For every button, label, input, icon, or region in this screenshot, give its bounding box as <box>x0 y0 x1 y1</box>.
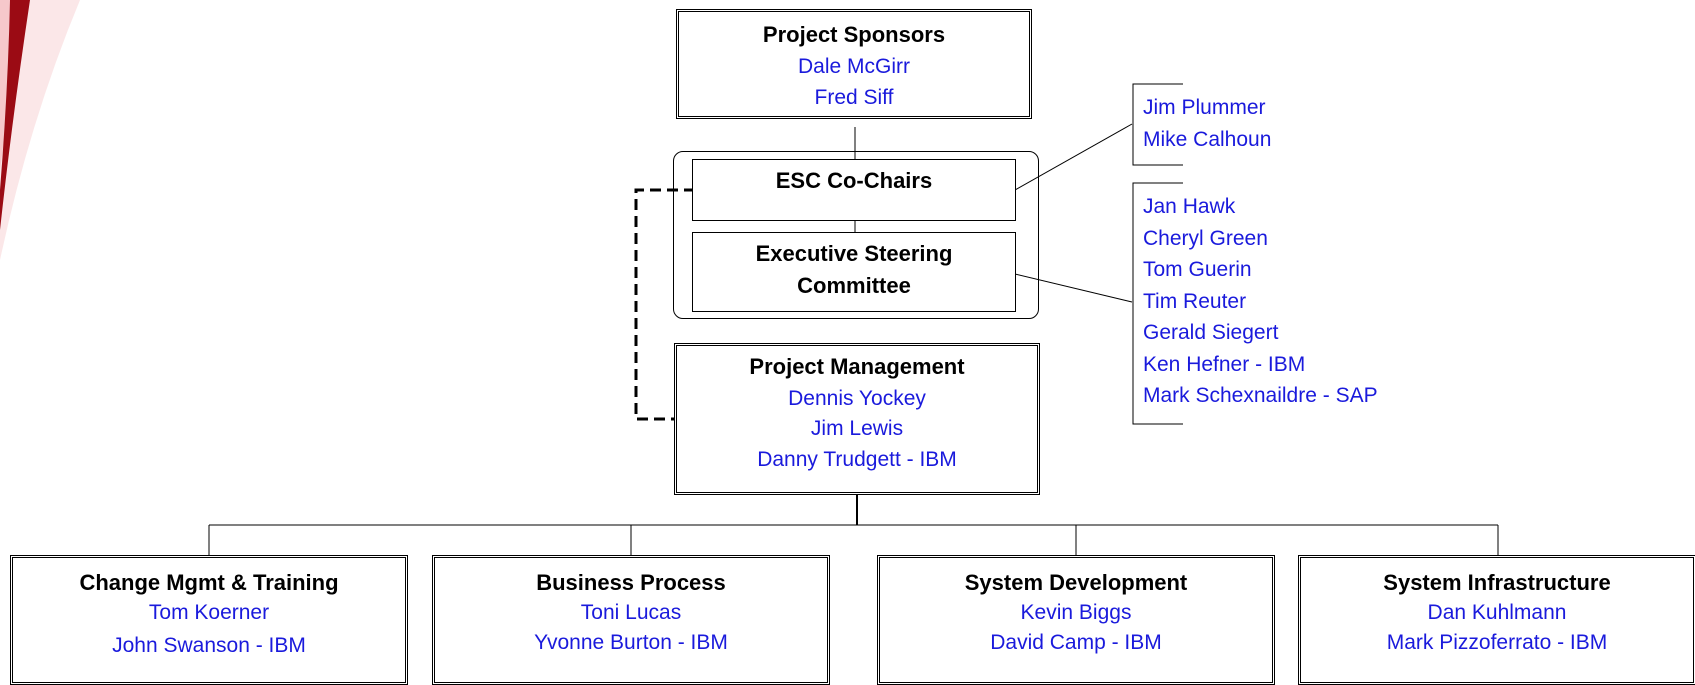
committee-member: Mark Schexnaildre - SAP <box>1143 384 1378 407</box>
committee-member: Jan Hawk <box>1143 195 1236 218</box>
cochair-member: Mike Calhoun <box>1143 127 1272 151</box>
team-member-name: Yvonne Burton - IBM <box>534 631 728 654</box>
committee-member: Gerald Siegert <box>1143 321 1279 344</box>
team-box-system-development: System Development Kevin Biggs David Cam… <box>877 555 1275 685</box>
sponsor-name: Fred Siff <box>814 86 894 109</box>
team-title: Business Process <box>536 570 726 595</box>
team-member-name: Tom Koerner <box>148 601 270 624</box>
team-box-change-mgmt: Change Mgmt & Training Tom Koerner John … <box>10 555 408 685</box>
team-title: System Infrastructure <box>1383 570 1611 595</box>
team-member-name: John Swanson - IBM <box>112 634 306 657</box>
team-member-name: Dan Kuhlmann <box>1427 601 1567 624</box>
cochair-member: Jim Plummer <box>1143 96 1266 119</box>
cochair-members-list: Jim Plummer Mike Calhoun <box>1143 92 1271 155</box>
project-management-box: Project Management Dennis Yockey Jim Lew… <box>674 343 1040 495</box>
committee-members-list: Jan Hawk Cheryl Green Tom Guerin Tim Reu… <box>1143 191 1378 412</box>
slide-accent-decoration <box>0 0 80 260</box>
project-sponsors-box: Project Sponsors Dale McGirr Fred Siff <box>676 9 1032 119</box>
team-member-name: Mark Pizzoferrato - IBM <box>1386 631 1608 654</box>
team-title: System Development <box>964 570 1188 595</box>
esc-cochairs-box: ESC Co-Chairs <box>692 159 1016 221</box>
committee-title-line1: Executive Steering <box>755 241 953 266</box>
committee-member: Ken Hefner - IBM <box>1143 352 1306 376</box>
project-management-title: Project Management <box>749 354 965 379</box>
project-manager-name: Dennis Yockey <box>788 387 926 410</box>
esc-cochairs-title: ESC Co-Chairs <box>775 168 933 193</box>
executive-steering-committee-box: Executive Steering Committee <box>692 232 1016 312</box>
team-box-system-infrastructure: System Infrastructure Dan Kuhlmann Mark … <box>1298 555 1695 685</box>
team-member-name: Kevin Biggs <box>1020 601 1132 624</box>
team-box-business-process: Business Process Toni Lucas Yvonne Burto… <box>432 555 830 685</box>
committee-member: Tim Reuter <box>1143 289 1247 313</box>
project-manager-name: Jim Lewis <box>810 417 904 440</box>
sponsor-name: Dale McGirr <box>797 55 910 78</box>
committee-member: Cheryl Green <box>1143 226 1268 250</box>
committee-title-line2: Committee <box>797 273 911 298</box>
team-title: Change Mgmt & Training <box>79 570 339 595</box>
project-manager-name: Danny Trudgett - IBM <box>757 448 957 471</box>
team-member-name: Toni Lucas <box>580 601 682 624</box>
committee-member: Tom Guerin <box>1143 258 1252 281</box>
team-member-name: David Camp - IBM <box>990 631 1162 654</box>
project-sponsors-title: Project Sponsors <box>762 22 946 47</box>
esc-group-box <box>673 151 1039 319</box>
